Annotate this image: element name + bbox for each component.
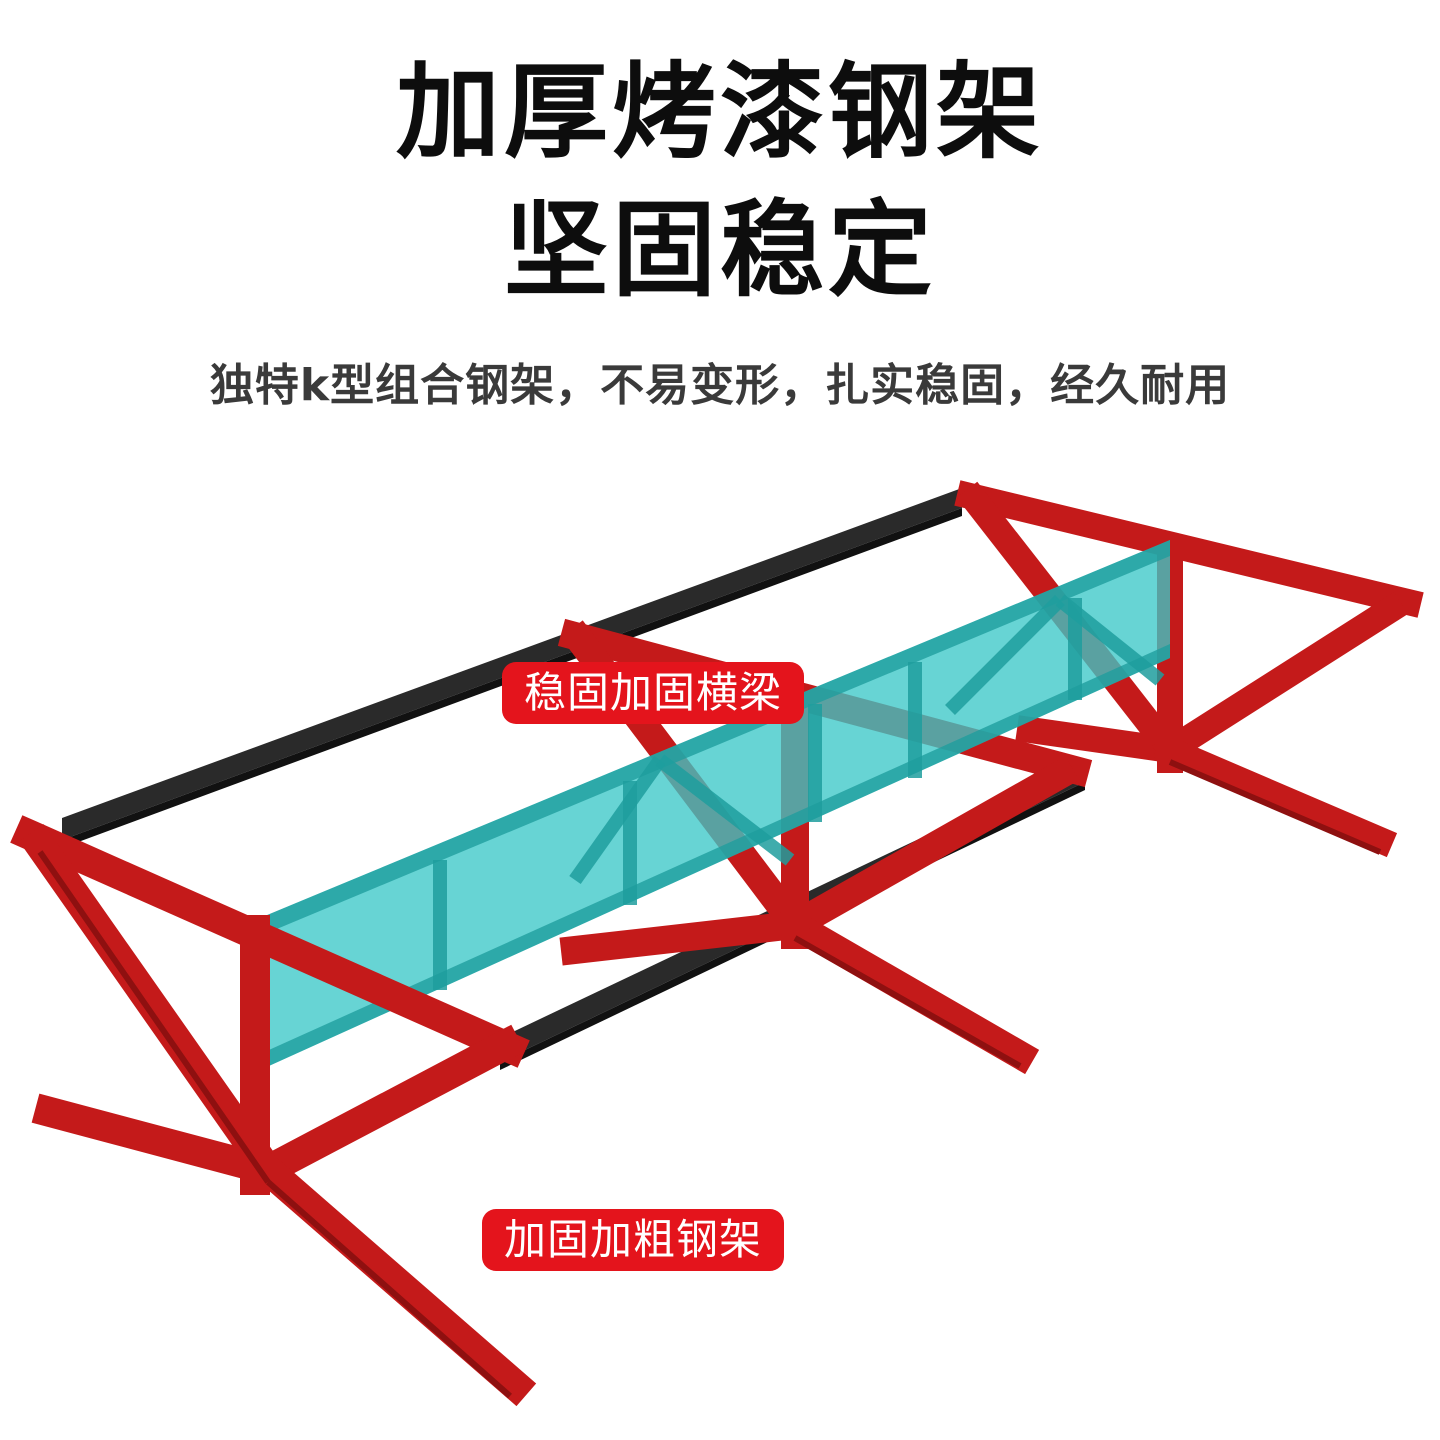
headline-line-1: 加厚烤漆钢架 bbox=[395, 51, 1044, 173]
frame-callout: 加固加粗钢架 bbox=[482, 1209, 785, 1271]
crossbeam-callout: 稳固加固横梁 bbox=[502, 662, 805, 724]
subtitle: 独特k型组合钢架，不易变形，扎实稳固，经久耐用 bbox=[209, 360, 1231, 411]
frame-shadows bbox=[37, 759, 1382, 1399]
crossbeam bbox=[260, 540, 1170, 1070]
left-k-frame bbox=[10, 815, 537, 1407]
headline-line-2: 坚固稳定 bbox=[503, 189, 936, 311]
